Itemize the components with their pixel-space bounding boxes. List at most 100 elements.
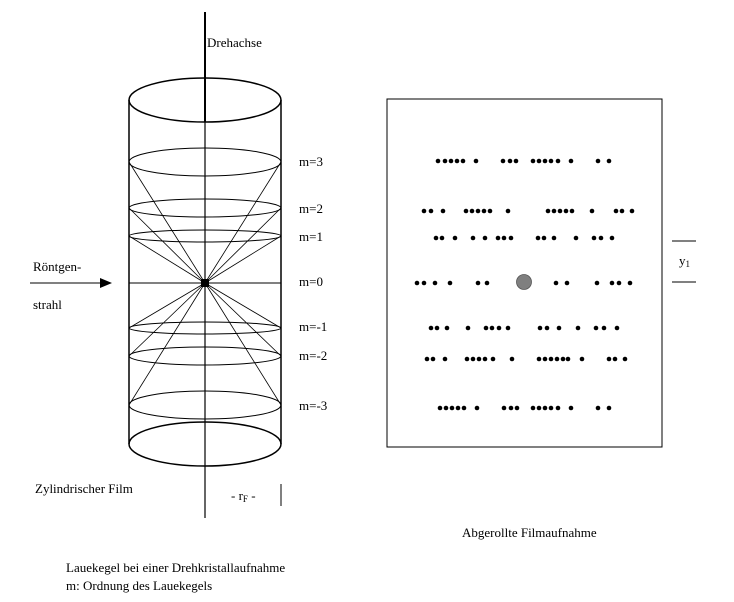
diffraction-spot	[595, 158, 601, 164]
diffraction-spot	[622, 356, 628, 362]
diffraction-spot	[482, 235, 488, 241]
diffraction-spot	[475, 280, 481, 286]
diffraction-spot	[594, 280, 600, 286]
diffraction-spot	[435, 158, 441, 164]
diffraction-spot	[593, 325, 599, 331]
diffraction-spot	[505, 325, 511, 331]
diffraction-spot	[489, 325, 495, 331]
diffraction-spot	[536, 356, 542, 362]
diffraction-spot	[476, 356, 482, 362]
diffraction-spot	[432, 280, 438, 286]
radius-label: - rF -	[231, 488, 256, 504]
diffraction-spot	[544, 325, 550, 331]
order-label: m=1	[299, 229, 323, 244]
radius-suffix: -	[248, 488, 256, 503]
diffraction-spot	[556, 325, 562, 331]
diffraction-spot	[614, 325, 620, 331]
diffraction-spot	[440, 208, 446, 214]
diffraction-spot	[548, 356, 554, 362]
diffraction-spot	[536, 405, 542, 411]
radius-prefix: - r	[231, 488, 244, 503]
diffraction-spot	[595, 405, 601, 411]
diffraction-spot	[508, 405, 514, 411]
film-label: Zylindrischer Film	[35, 481, 133, 496]
diffraction-spot	[461, 405, 467, 411]
diffraction-spot	[609, 235, 615, 241]
diffraction-spot	[473, 158, 479, 164]
diffraction-spot	[548, 158, 554, 164]
diffraction-spot	[606, 405, 612, 411]
diffraction-spot	[507, 158, 513, 164]
diffraction-spot	[501, 405, 507, 411]
diffraction-spot	[484, 280, 490, 286]
diffraction-spot	[448, 158, 454, 164]
diffraction-spot	[530, 158, 536, 164]
y1-label: y1	[679, 253, 690, 269]
diffraction-spot	[616, 280, 622, 286]
diffraction-spot	[428, 325, 434, 331]
cylinder-group	[128, 12, 282, 518]
diffraction-spot	[508, 235, 514, 241]
diffraction-spot	[447, 280, 453, 286]
unrolled-film-frame	[386, 98, 663, 448]
diffraction-spot	[483, 325, 489, 331]
order-label: m=3	[299, 154, 323, 169]
diffraction-spot	[555, 405, 561, 411]
central-beam-spot	[516, 274, 532, 290]
diffraction-spot	[612, 356, 618, 362]
diffraction-spot	[579, 356, 585, 362]
diffraction-spot	[513, 158, 519, 164]
diffraction-spot	[474, 405, 480, 411]
rotation-axis-label: Drehachse	[207, 35, 262, 50]
order-label: m=-2	[299, 348, 327, 363]
diffraction-spot	[619, 208, 625, 214]
diffraction-spot	[573, 235, 579, 241]
diffraction-spot	[421, 208, 427, 214]
diffraction-spot	[465, 325, 471, 331]
diffraction-spot	[535, 235, 541, 241]
diffraction-spot	[496, 325, 502, 331]
diffraction-spot	[568, 158, 574, 164]
diffraction-spot	[414, 280, 420, 286]
diffraction-spot	[601, 325, 607, 331]
diffraction-spot	[530, 405, 536, 411]
diffraction-spot	[568, 405, 574, 411]
diffraction-spot	[463, 208, 469, 214]
diffraction-spot	[424, 356, 430, 362]
diffraction-spot	[444, 325, 450, 331]
diffraction-spot	[551, 208, 557, 214]
diffraction-spot	[481, 208, 487, 214]
diffraction-spot	[442, 158, 448, 164]
diffraction-spot	[564, 280, 570, 286]
diffraction-spot	[560, 356, 566, 362]
cylinder-bottom-ellipse	[128, 421, 282, 467]
diffraction-spot	[514, 405, 520, 411]
diffraction-spot	[430, 356, 436, 362]
y1-subscript: 1	[686, 259, 691, 269]
cone-lines	[128, 161, 282, 406]
diffraction-spot	[609, 280, 615, 286]
diffraction-spot	[541, 235, 547, 241]
diffraction-spot	[469, 208, 475, 214]
diffraction-spot	[455, 405, 461, 411]
diffraction-spot	[551, 235, 557, 241]
diffraction-spot	[452, 235, 458, 241]
y1-main: y	[679, 253, 686, 268]
unrolled-film-label: Abgerollte Filmaufnahme	[462, 525, 597, 540]
diffraction-spot	[442, 356, 448, 362]
diffraction-spot	[443, 405, 449, 411]
diffraction-spot	[421, 280, 427, 286]
order-label: m=2	[299, 201, 323, 216]
diffraction-spot	[545, 208, 551, 214]
diffraction-spot	[428, 208, 434, 214]
diffraction-spot	[487, 208, 493, 214]
diffraction-spot	[555, 158, 561, 164]
diffraction-spot	[470, 235, 476, 241]
crystal-marker	[201, 279, 209, 287]
diffraction-spots	[414, 158, 635, 411]
diffraction-spot	[606, 158, 612, 164]
xray-label-line1: Röntgen-	[33, 259, 81, 274]
diffraction-spot	[482, 356, 488, 362]
